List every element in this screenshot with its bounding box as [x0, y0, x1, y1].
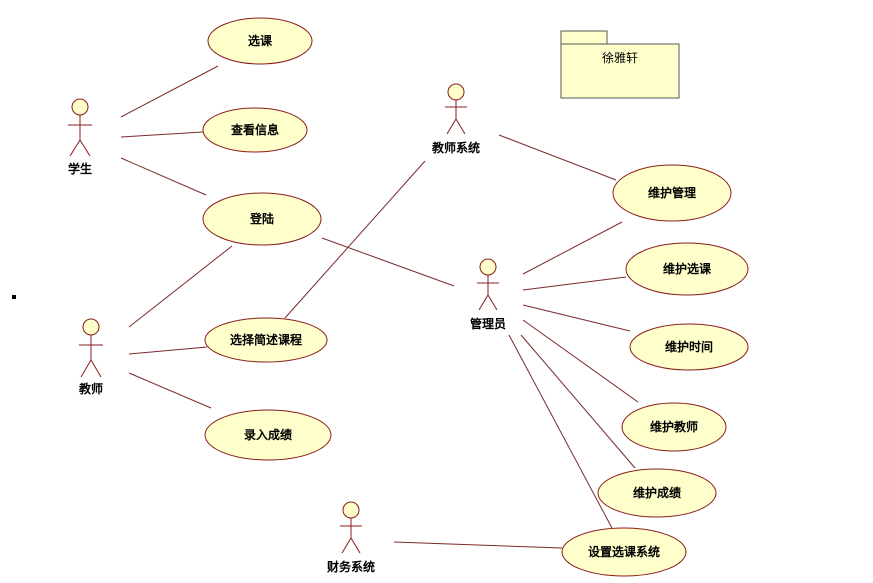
actor-label: 教师: [78, 381, 103, 396]
use-case-maintain-management[interactable]: 维护管理: [612, 164, 732, 222]
use-case-label: 选择简述课程: [230, 332, 302, 347]
assoc-teacher-login: [128, 245, 233, 328]
use-case-ellipse: [629, 323, 749, 371]
package-tab: [560, 30, 608, 45]
actor-head: [71, 98, 89, 116]
use-case-maintain-selection[interactable]: 维护选课: [625, 242, 749, 296]
associations: [120, 65, 639, 549]
actor-figure: [79, 335, 103, 378]
actor-figure: [68, 115, 92, 157]
actor-figure: [477, 275, 499, 311]
use-case-label: 登陆: [249, 211, 274, 226]
actor-head: [82, 318, 100, 336]
use-case-setup-selection-system[interactable]: 设置选课系统: [561, 527, 687, 577]
marker-dot: [12, 295, 16, 299]
use-case-select-course[interactable]: 选课: [207, 17, 313, 65]
assoc-admin-maintain-teacher: [522, 319, 639, 403]
assoc-teacher-enter-grades: [128, 372, 212, 409]
use-case-maintain-grades[interactable]: 维护成绩: [597, 468, 717, 518]
assoc-teacher-choose-course: [128, 346, 208, 355]
assoc-admin-maintain-time: [522, 304, 631, 332]
actor-head: [479, 258, 497, 276]
package-body: [560, 43, 680, 99]
actor-label: 管理员: [470, 316, 506, 331]
use-case-label: 维护管理: [648, 185, 696, 200]
assoc-login-admin: [321, 237, 455, 287]
assoc-student-login: [120, 157, 207, 196]
assoc-finance-setup-system: [393, 541, 563, 549]
use-case-ellipse: [561, 527, 687, 577]
assoc-admin-maintain-selection: [522, 276, 627, 291]
actor-teacher[interactable]: 教师: [78, 318, 103, 396]
use-case-ellipse: [202, 107, 308, 153]
use-case-ellipse: [204, 409, 332, 461]
assoc-student-select-course: [120, 65, 219, 118]
use-case-label: 设置选课系统: [588, 544, 660, 559]
package: 徐雅轩: [560, 30, 680, 99]
assoc-teacher-system-maintain-management: [498, 134, 617, 181]
actor-figure: [340, 518, 362, 554]
use-case-ellipse: [204, 317, 328, 363]
actor-student[interactable]: 学生: [68, 98, 92, 176]
assoc-student-view-info: [120, 131, 204, 138]
use-case-label: 查看信息: [230, 122, 279, 137]
use-case-maintain-time[interactable]: 维护时间: [629, 323, 749, 371]
use-case-enter-grades[interactable]: 录入成绩: [204, 409, 332, 461]
assoc-admin-maintain-grades: [520, 334, 636, 469]
use-case-label: 维护成绩: [633, 485, 681, 500]
assoc-choose-course-teacher-system: [284, 160, 426, 319]
use-case-ellipse: [612, 164, 732, 222]
use-case-label: 选课: [248, 33, 273, 48]
actor-label: 教师系统: [431, 140, 480, 155]
use-case-ellipse: [621, 402, 727, 452]
use-case-login[interactable]: 登陆: [202, 192, 322, 246]
use-case-maintain-teacher[interactable]: 维护教师: [621, 402, 727, 452]
actor-finance-system[interactable]: 财务系统: [326, 501, 375, 574]
assoc-admin-maintain-management: [522, 221, 623, 275]
actor-admin[interactable]: 管理员: [470, 258, 506, 331]
use-case-view-info[interactable]: 查看信息: [202, 107, 308, 153]
use-case-ellipse: [202, 192, 322, 246]
use-case-ellipse: [597, 468, 717, 518]
actor-teacher-system[interactable]: 教师系统: [431, 83, 480, 155]
actor-head: [447, 83, 465, 101]
actor-head: [342, 501, 360, 519]
use-case-label: 维护选课: [663, 261, 712, 276]
actor-figure: [445, 100, 467, 135]
assoc-admin-setup-system: [508, 334, 613, 529]
use-case-label: 录入成绩: [244, 427, 292, 442]
actor-label: 学生: [68, 161, 92, 176]
use-case-ellipse: [207, 17, 313, 65]
package-label: 徐雅轩: [602, 50, 638, 65]
use-case-label: 维护教师: [650, 419, 698, 434]
actor-label: 财务系统: [326, 559, 375, 574]
use-case-label: 维护时间: [665, 339, 713, 354]
use-case-choose-brief-course[interactable]: 选择简述课程: [204, 317, 328, 363]
use-case-ellipse: [625, 242, 749, 296]
